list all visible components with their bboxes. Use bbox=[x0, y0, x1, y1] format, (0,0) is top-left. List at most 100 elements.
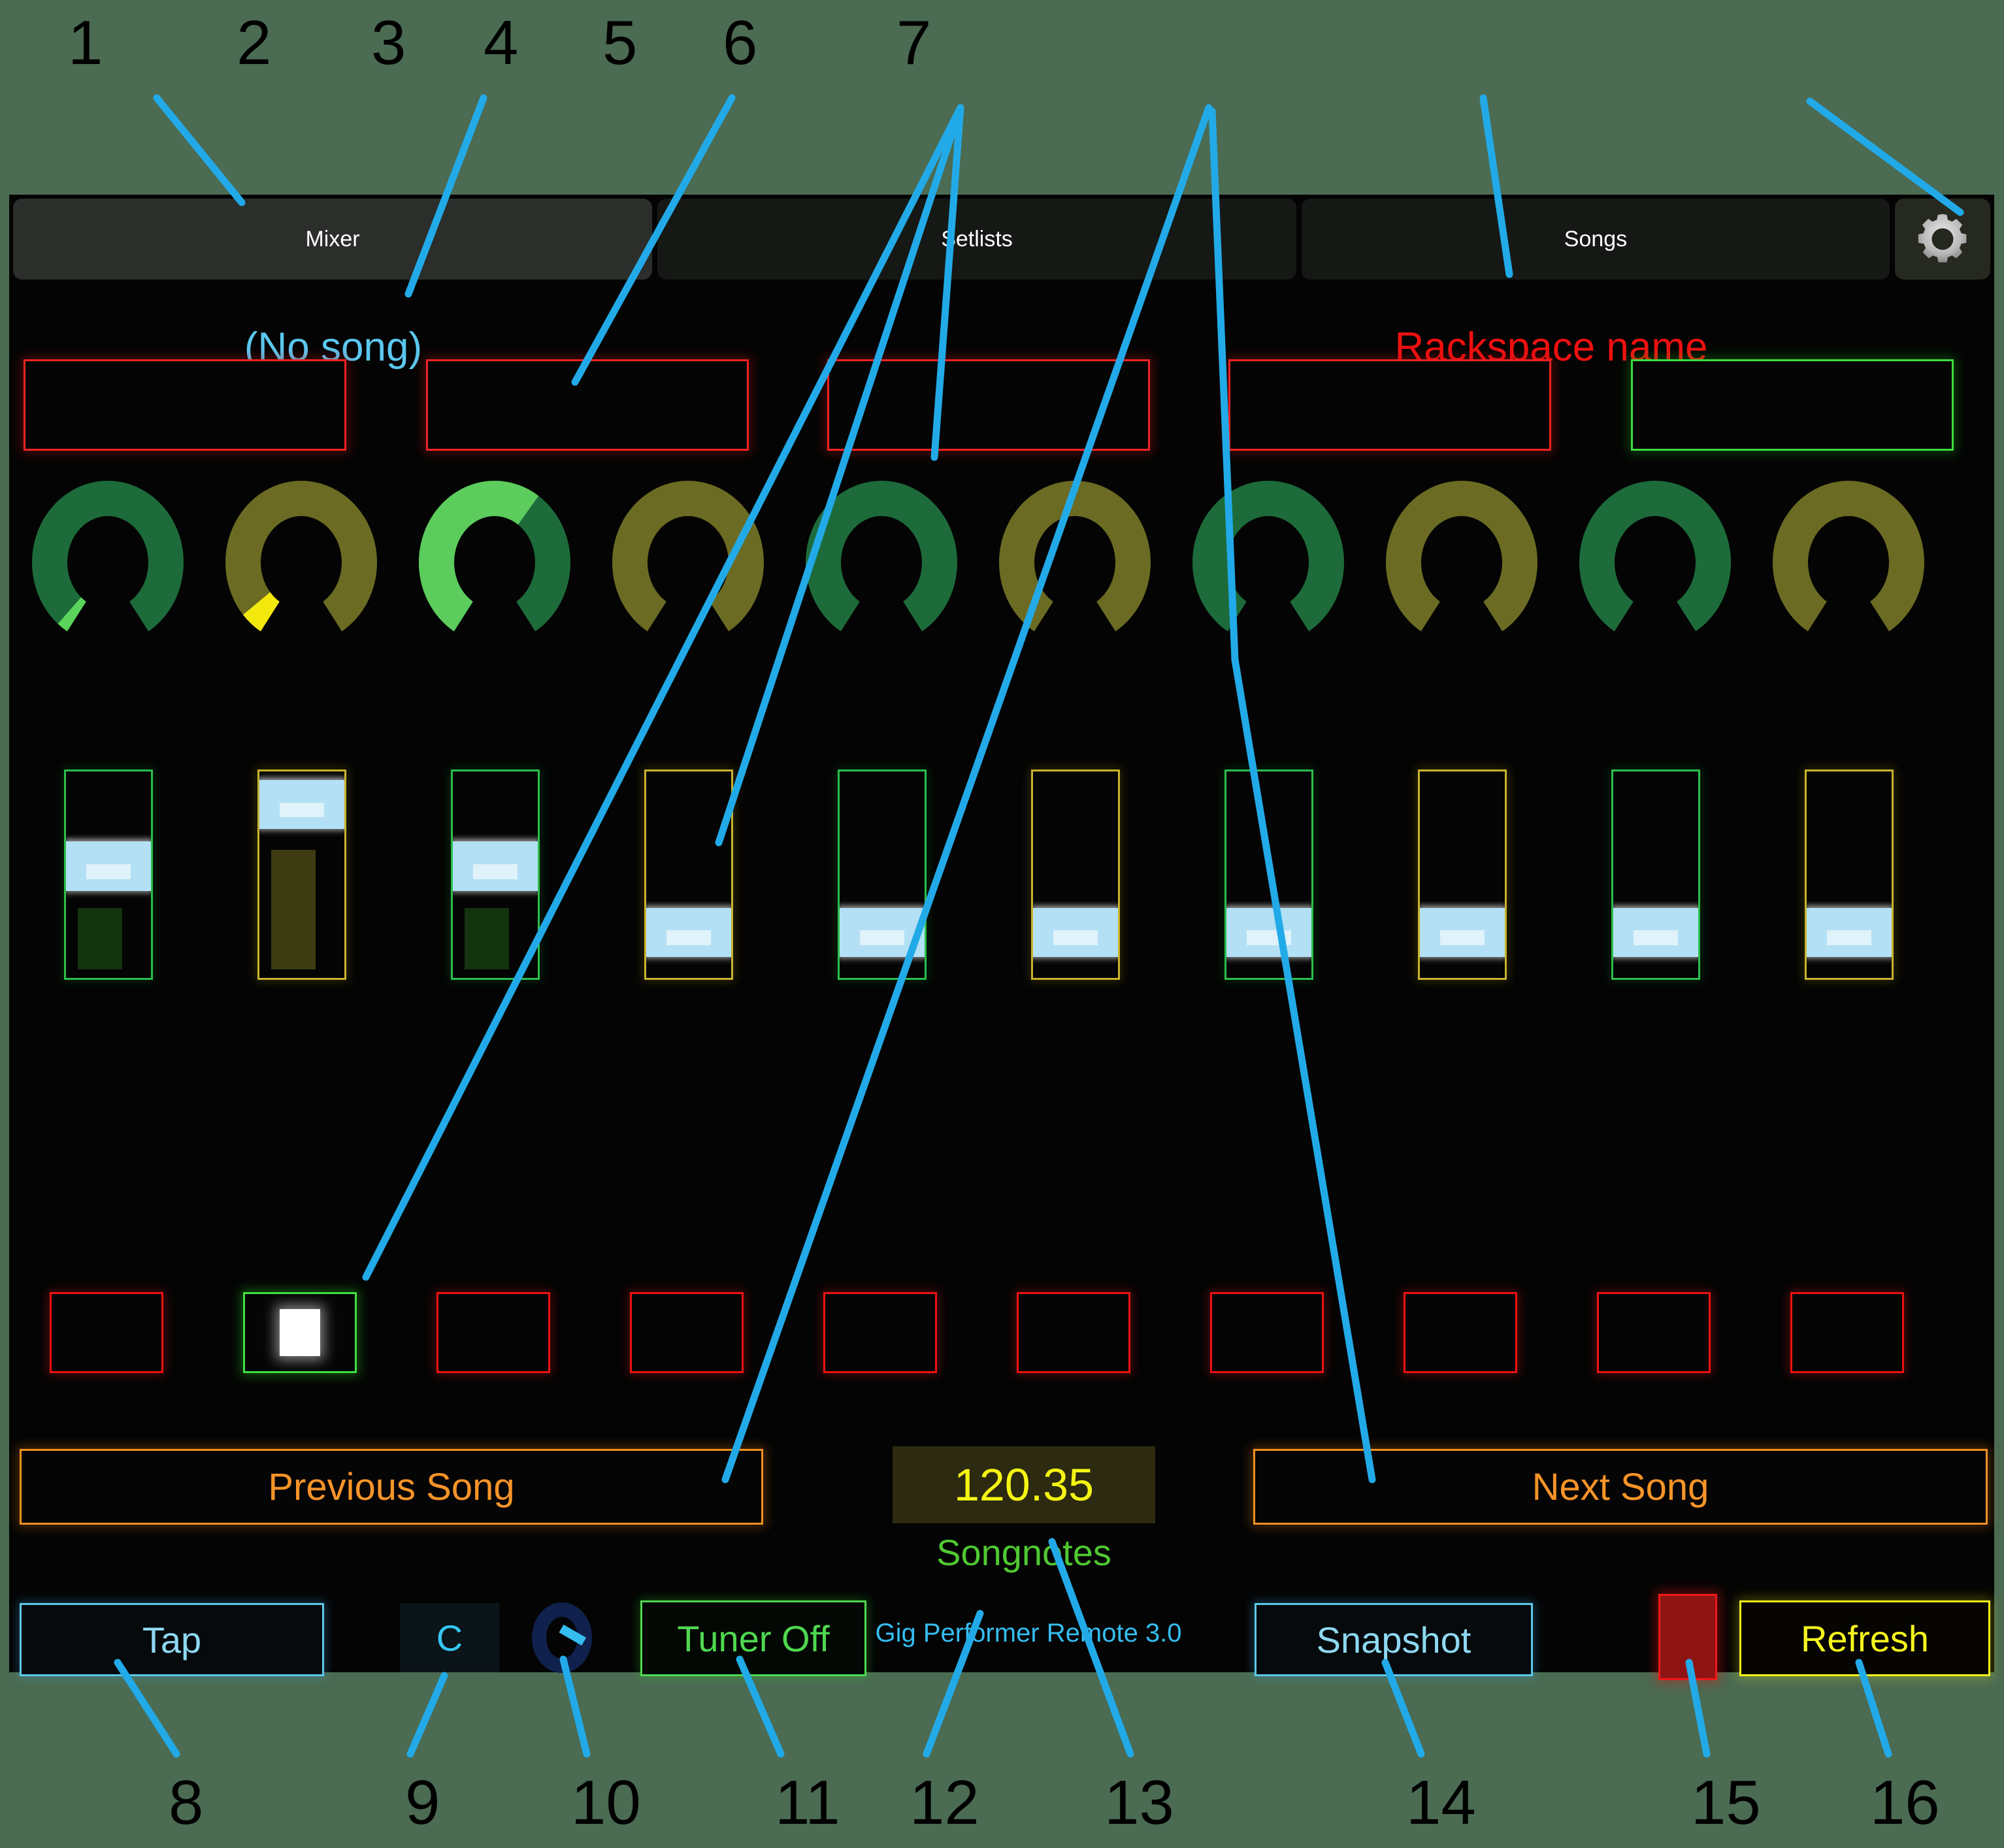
knob-7[interactable] bbox=[1181, 476, 1355, 652]
songnotes-label[interactable]: Songnotes bbox=[936, 1532, 1111, 1573]
knob-9[interactable] bbox=[1568, 476, 1742, 652]
tuner-knob[interactable] bbox=[524, 1599, 602, 1676]
tab-songs[interactable]: Songs bbox=[1302, 199, 1890, 280]
tempo-value: 120.35 bbox=[953, 1459, 1094, 1510]
key-display[interactable]: C bbox=[400, 1603, 499, 1672]
pad-button-9[interactable] bbox=[1597, 1292, 1711, 1373]
pad-button-6[interactable] bbox=[1017, 1292, 1130, 1373]
callout-number-5: 5 bbox=[602, 8, 638, 78]
knob-dial-icon bbox=[999, 481, 1151, 632]
tab-mixer[interactable]: Mixer bbox=[13, 199, 652, 280]
fader-track bbox=[1807, 771, 1892, 978]
fader-handle[interactable] bbox=[840, 907, 925, 958]
refresh-button[interactable]: Refresh bbox=[1739, 1600, 1990, 1676]
snapshot-button[interactable]: Snapshot bbox=[1255, 1603, 1533, 1676]
tap-label: Tap bbox=[142, 1619, 202, 1661]
text-box-3[interactable] bbox=[827, 359, 1150, 451]
knob-3[interactable] bbox=[408, 476, 582, 652]
pad-button-7[interactable] bbox=[1210, 1292, 1324, 1373]
knob-10[interactable] bbox=[1762, 476, 1935, 652]
fader-handle-mark bbox=[1247, 930, 1291, 946]
fader-8[interactable] bbox=[1418, 770, 1507, 980]
settings-button[interactable] bbox=[1895, 199, 1990, 280]
pad-button-4[interactable] bbox=[630, 1292, 744, 1373]
fader-handle[interactable] bbox=[646, 907, 731, 958]
text-box-4[interactable] bbox=[1228, 359, 1551, 451]
tuner-toggle-button[interactable]: Tuner Off bbox=[640, 1600, 866, 1676]
fader-track bbox=[1226, 771, 1311, 978]
knob-8[interactable] bbox=[1375, 476, 1549, 652]
fader-handle[interactable] bbox=[1807, 907, 1892, 958]
tab-setlists[interactable]: Setlists bbox=[657, 199, 1296, 280]
fader-9[interactable] bbox=[1611, 770, 1700, 980]
fader-handle-mark bbox=[1634, 930, 1678, 946]
leader-8 bbox=[114, 1659, 180, 1758]
callout-number-6: 6 bbox=[723, 8, 758, 78]
knob-5[interactable] bbox=[795, 476, 968, 652]
previous-song-button[interactable]: Previous Song bbox=[20, 1449, 763, 1525]
tempo-display[interactable]: 120.35 bbox=[893, 1446, 1155, 1523]
knob-dial-icon bbox=[1579, 481, 1731, 632]
callout-number-3: 3 bbox=[371, 8, 406, 78]
fader-meter bbox=[78, 907, 122, 970]
callout-number-8: 8 bbox=[169, 1768, 204, 1838]
fader-handle[interactable] bbox=[259, 779, 344, 830]
fader-10[interactable] bbox=[1805, 770, 1894, 980]
fader-handle[interactable] bbox=[66, 841, 151, 892]
fader-1[interactable] bbox=[64, 770, 153, 980]
gig-performer-remote-panel: Mixer Setlists Songs (No song) Rac bbox=[9, 195, 1994, 1680]
fader-handle[interactable] bbox=[1613, 907, 1698, 958]
pad-button-8[interactable] bbox=[1404, 1292, 1517, 1373]
fader-5[interactable] bbox=[838, 770, 927, 980]
fader-track bbox=[1420, 771, 1505, 978]
knob-1[interactable] bbox=[21, 476, 195, 652]
tap-tempo-button[interactable]: Tap bbox=[20, 1603, 324, 1676]
callout-number-14: 14 bbox=[1406, 1768, 1476, 1838]
fader-handle[interactable] bbox=[453, 841, 538, 892]
text-box-1[interactable] bbox=[24, 359, 346, 451]
fader-4[interactable] bbox=[644, 770, 733, 980]
fader-track bbox=[1613, 771, 1698, 978]
key-label: C bbox=[436, 1617, 463, 1659]
fader-6[interactable] bbox=[1031, 770, 1120, 980]
callout-number-1: 1 bbox=[68, 8, 103, 78]
fader-handle[interactable] bbox=[1226, 907, 1311, 958]
next-song-label: Next Song bbox=[1532, 1465, 1709, 1508]
text-box-5[interactable] bbox=[1631, 359, 1954, 451]
text-box-2[interactable] bbox=[426, 359, 749, 451]
callout-number-15: 15 bbox=[1691, 1768, 1761, 1838]
knob-4[interactable] bbox=[601, 476, 775, 652]
callout-number-4: 4 bbox=[484, 8, 519, 78]
fader-handle[interactable] bbox=[1033, 907, 1118, 958]
pad-button-3[interactable] bbox=[436, 1292, 550, 1373]
knob-6[interactable] bbox=[988, 476, 1162, 652]
pad-button-2[interactable] bbox=[243, 1292, 357, 1373]
knob-dial-icon bbox=[31, 481, 184, 632]
fader-7[interactable] bbox=[1224, 770, 1313, 980]
leader-9 bbox=[406, 1672, 448, 1758]
knob-dial-icon bbox=[225, 481, 377, 632]
tuner-knob-icon bbox=[532, 1602, 592, 1673]
leader-16 bbox=[1855, 1659, 1892, 1758]
knob-dial-icon bbox=[806, 481, 957, 632]
record-indicator[interactable] bbox=[1658, 1594, 1717, 1680]
pad-button-10[interactable] bbox=[1790, 1292, 1904, 1373]
version-label: Gig Performer Remote 3.0 bbox=[875, 1619, 1182, 1647]
callout-number-11: 11 bbox=[775, 1768, 840, 1838]
knob-2[interactable] bbox=[214, 476, 388, 652]
fader-meter bbox=[465, 907, 509, 970]
knob-dial-icon bbox=[1386, 481, 1537, 632]
fader-handle[interactable] bbox=[1420, 907, 1505, 958]
tuner-label: Tuner Off bbox=[677, 1617, 830, 1659]
gear-icon bbox=[1918, 214, 1967, 263]
pad-button-1[interactable] bbox=[50, 1292, 163, 1373]
fader-2[interactable] bbox=[257, 770, 346, 980]
pad-button-5[interactable] bbox=[823, 1292, 937, 1373]
fader-handle-mark bbox=[666, 930, 711, 946]
next-song-button[interactable]: Next Song bbox=[1253, 1449, 1988, 1525]
callout-number-12: 12 bbox=[910, 1768, 979, 1838]
tab-songs-label: Songs bbox=[1564, 226, 1628, 251]
fader-3[interactable] bbox=[451, 770, 540, 980]
fader-track bbox=[66, 771, 151, 978]
pad-button-active-indicator bbox=[280, 1309, 320, 1356]
